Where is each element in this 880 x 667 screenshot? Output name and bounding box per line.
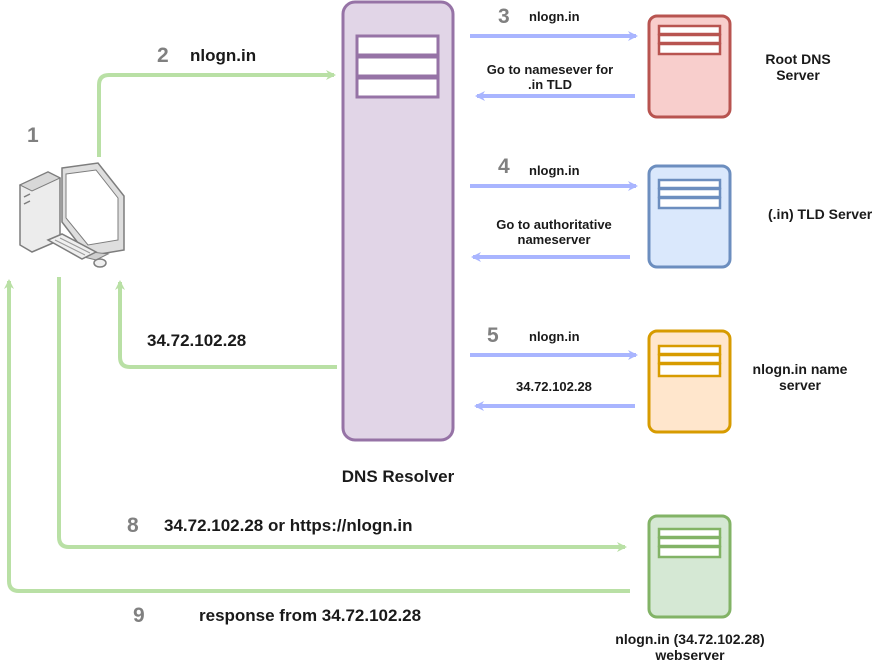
tld-server-icon bbox=[647, 164, 732, 269]
arrow-resolver-to-client bbox=[115, 280, 337, 369]
tld-server-label: (.in) TLD Server bbox=[768, 206, 873, 222]
step-number-9: 9 bbox=[133, 604, 145, 627]
name-server-label-line2: server bbox=[778, 377, 822, 393]
step-number-3: 3 bbox=[498, 5, 510, 28]
root-query-label: nlogn.in bbox=[529, 9, 580, 24]
root-server-label-line1: Root DNS bbox=[765, 51, 831, 67]
webserver-label-line2: webserver bbox=[655, 647, 725, 663]
step-number-2: 2 bbox=[157, 44, 169, 67]
arrow-client-to-resolver bbox=[97, 70, 336, 157]
tld-query-label: nlogn.in bbox=[529, 163, 580, 178]
root-reply-label-line1: Go to namesever for bbox=[486, 62, 614, 77]
arrow-webserver-to-client bbox=[3, 279, 630, 593]
arrow-client-to-webserver bbox=[57, 277, 627, 552]
webserver-icon bbox=[647, 514, 732, 619]
dns-resolver-label: DNS Resolver bbox=[341, 467, 455, 486]
web-request-label: 34.72.102.28 or https://nlogn.in bbox=[164, 516, 413, 535]
tld-reply-label-line2: nameserver bbox=[517, 232, 591, 247]
root-dns-server-icon bbox=[647, 14, 732, 119]
query-resolver-label: nlogn.in bbox=[190, 46, 257, 65]
step-number-4: 4 bbox=[498, 155, 510, 178]
webserver-label-line1: nlogn.in (34.72.102.28) bbox=[615, 631, 765, 647]
tld-reply-label-line1: Go to authoritative bbox=[496, 217, 612, 232]
answer-client-label: 34.72.102.28 bbox=[147, 331, 247, 350]
nameserver-reply-label: 34.72.102.28 bbox=[516, 379, 592, 394]
nameserver-query-label: nlogn.in bbox=[529, 329, 580, 344]
step-number-1: 1 bbox=[27, 124, 39, 147]
desktop-computer-icon bbox=[18, 162, 125, 268]
server-rack-icon bbox=[341, 0, 455, 442]
name-server-icon bbox=[647, 329, 732, 434]
step-number-5: 5 bbox=[487, 324, 499, 347]
step-number-8: 8 bbox=[127, 514, 139, 537]
web-response-label: response from 34.72.102.28 bbox=[199, 606, 422, 625]
root-server-label-line2: Server bbox=[776, 67, 820, 83]
name-server-label-line1: nlogn.in name bbox=[752, 361, 848, 377]
root-reply-label-line2: .in TLD bbox=[527, 77, 573, 92]
